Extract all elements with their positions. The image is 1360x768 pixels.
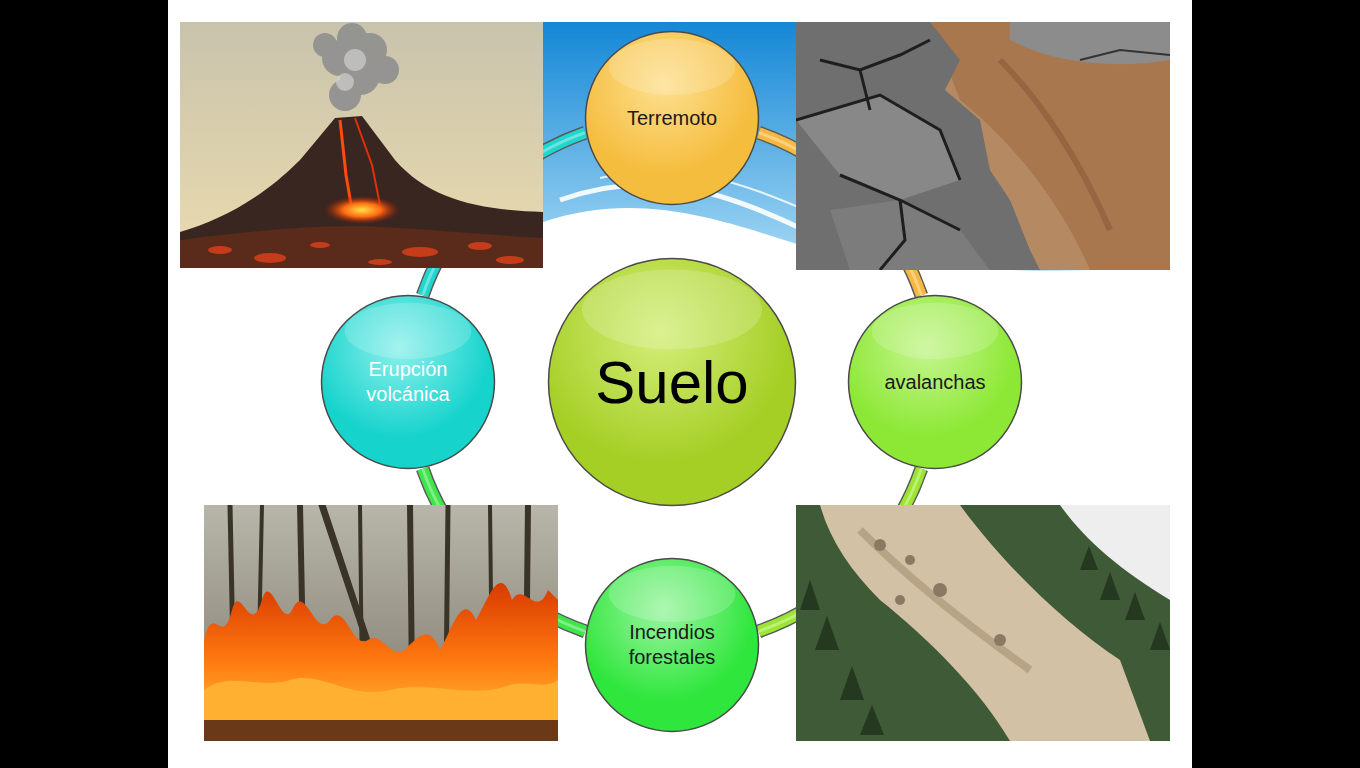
hazard-circle: Incendios forestales (584, 557, 760, 733)
hazard-circle: Erupción volcánica (320, 294, 496, 470)
hazard-label: Incendios forestales (602, 620, 743, 670)
earthquake-road-photo (796, 22, 1170, 270)
center-label: Suelo (595, 345, 748, 420)
hazard-circle: Terremoto (584, 30, 760, 206)
hazard-label: Erupción volcánica (338, 357, 479, 407)
hazard-label: Terremoto (627, 106, 717, 131)
circle-outline (584, 557, 760, 733)
volcano-photo (180, 22, 543, 268)
center-circle: Suelo (547, 257, 797, 507)
landslide-photo (796, 505, 1170, 741)
forest-fire-photo (204, 505, 558, 741)
hazard-circle: avalanchas (847, 294, 1023, 470)
hazard-label: avalanchas (884, 370, 985, 395)
circle-outline (320, 294, 496, 470)
